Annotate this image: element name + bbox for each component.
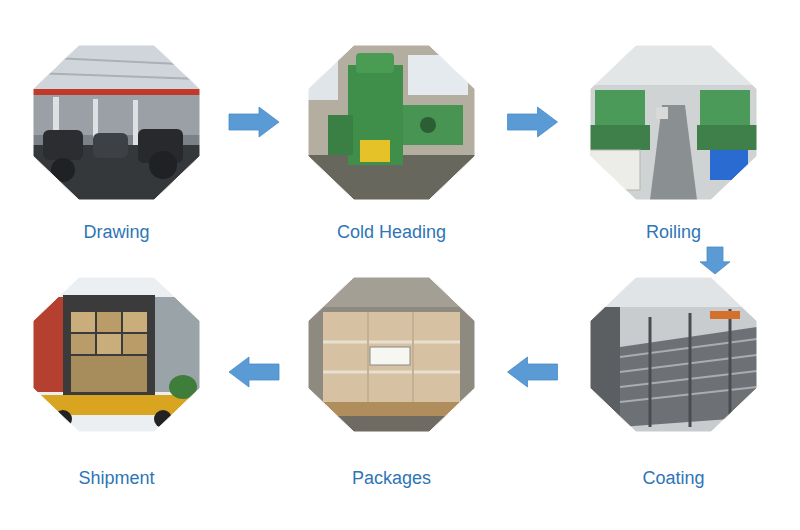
flow-arrow (508, 357, 558, 387)
coating-photo (590, 277, 757, 432)
process-step: Roiling (590, 45, 757, 243)
process-step: Drawing (33, 45, 200, 243)
octagon-outline (590, 277, 757, 432)
process-step: Shipment (33, 277, 200, 489)
step-label: Roiling (590, 221, 757, 243)
octagon-outline (33, 45, 200, 200)
process-step: Packages (308, 277, 475, 489)
process-step: Coating (590, 277, 757, 489)
shipment-photo (33, 277, 200, 432)
octagon-outline (590, 45, 757, 200)
packages-photo (308, 277, 475, 432)
drawing-photo (33, 45, 200, 200)
flow-arrow (508, 107, 558, 137)
flow-arrow (229, 107, 279, 137)
step-label: Cold Heading (308, 221, 475, 243)
flow-arrow (700, 247, 730, 274)
step-label: Drawing (33, 221, 200, 243)
octagon-outline (308, 277, 475, 432)
cold-heading-photo (308, 45, 475, 200)
flow-arrow (229, 357, 279, 387)
step-label: Coating (590, 467, 757, 489)
octagon-outline (308, 45, 475, 200)
rolling-photo (590, 45, 757, 200)
step-label: Shipment (33, 467, 200, 489)
step-label: Packages (308, 467, 475, 489)
process-step: Cold Heading (308, 45, 475, 243)
octagon-outline (33, 277, 200, 432)
